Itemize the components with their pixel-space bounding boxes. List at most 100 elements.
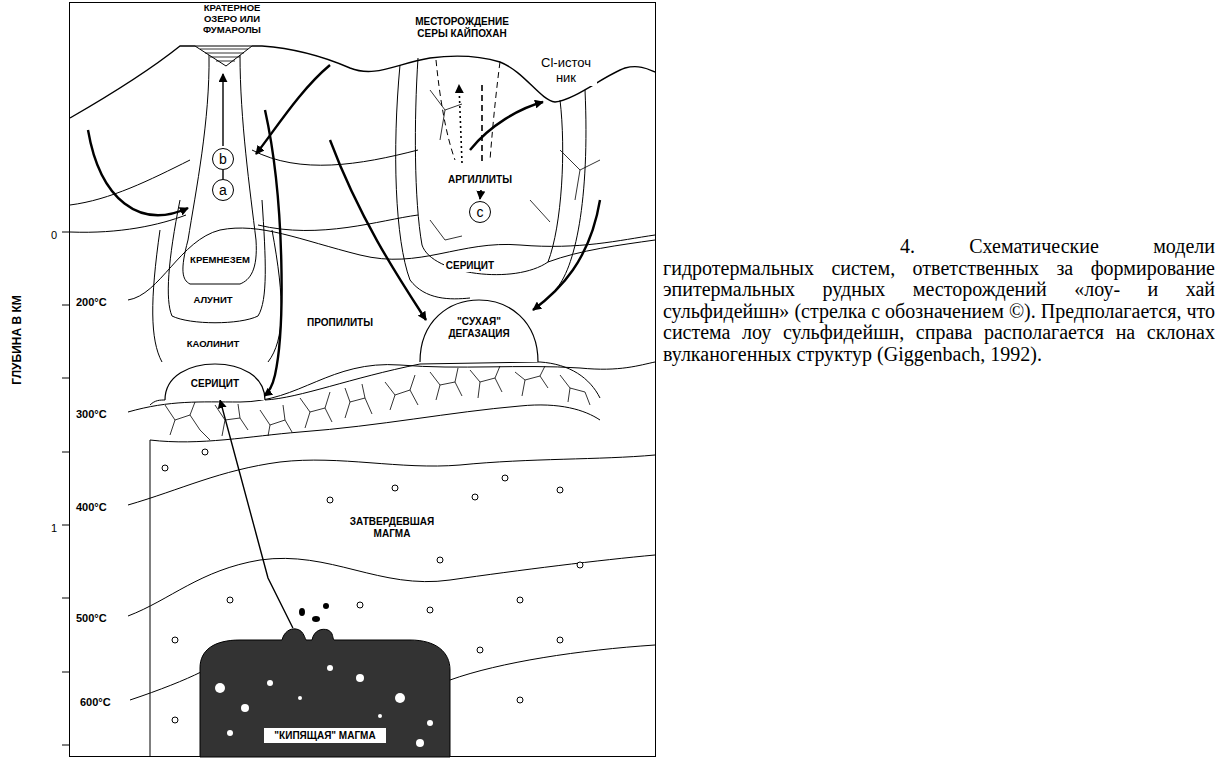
fracture-network <box>430 90 600 240</box>
vesicle <box>517 697 523 703</box>
solidified-magma-boundary <box>150 440 151 757</box>
alunite-zone-boundary <box>168 200 265 323</box>
gas-bubble <box>215 683 225 693</box>
zone-label: ПРОПИЛИТЫ <box>305 317 375 329</box>
isotherm-label: 200°C <box>74 296 109 309</box>
label-anchor: 500°C <box>74 608 109 626</box>
vesicle <box>477 647 483 653</box>
vesicle <box>202 449 208 455</box>
gas-bubble <box>227 730 233 736</box>
groundwater-flow-arrow <box>330 140 426 320</box>
label-anchor: 300°C <box>74 404 109 422</box>
condensate-descent-arrow <box>480 190 481 199</box>
magma-body <box>200 629 450 757</box>
isotherm <box>128 455 655 505</box>
sericite-zone-boundary <box>396 65 586 299</box>
fracture-zone-boundary <box>150 405 600 442</box>
vesicle <box>557 487 563 493</box>
node-label: "СУХАЯ" ДЕГАЗАЦИЯ <box>439 316 519 339</box>
gas-bubble <box>327 665 333 671</box>
flow-connector <box>220 400 293 628</box>
isotherm-label: 400°C <box>74 501 109 514</box>
vesicle <box>517 597 523 603</box>
rock-label: ЗАТВЕРДЕВШАЯ МАГМА <box>342 516 442 539</box>
vesicle <box>472 494 478 500</box>
lake-water-hatch <box>200 49 248 61</box>
vesicle <box>357 602 363 608</box>
magma-droplet <box>312 616 320 622</box>
vesicle <box>162 465 168 471</box>
groundwater-flow-arrow <box>88 130 188 215</box>
gas-bubble <box>298 696 302 700</box>
gas-bubble <box>427 720 433 726</box>
magma-droplet <box>299 608 305 616</box>
zone-label: СЕРИЦИТ <box>444 260 496 272</box>
label-anchor: 0 <box>49 225 59 243</box>
gas-bubble <box>356 674 364 682</box>
vesicle <box>327 497 333 503</box>
vesicle <box>172 637 178 643</box>
depth-tick-label: 0 <box>49 229 59 242</box>
label-anchor: МЕСТОРОЖДЕНИЕ СЕРЫ КАЙПОХАН <box>406 16 518 41</box>
crater-lake <box>195 46 252 66</box>
dome-outline-path <box>420 300 538 362</box>
spring-label: Cl-источ ник <box>535 56 597 86</box>
node-label: "КИПЯЩАЯ" МАГМА <box>264 728 385 744</box>
vesicle <box>502 475 508 481</box>
label-anchor: АЛУНИТ <box>178 289 248 307</box>
vapor-rise-arrow <box>459 85 462 163</box>
vesicle <box>227 597 233 603</box>
sericite-dome: СЕРИЦИТ <box>165 362 265 400</box>
vesicle <box>427 607 433 613</box>
fluid-channel <box>436 60 500 160</box>
label-anchor: 200°C <box>74 292 109 310</box>
flow-point-marker: a <box>212 179 234 201</box>
gas-bubble <box>395 693 405 703</box>
ground-surface <box>70 46 655 118</box>
label-anchor: ЗАТВЕРДЕВШАЯ МАГМА <box>342 516 442 541</box>
vesicle <box>172 717 178 723</box>
place-label: МЕСТОРОЖДЕНИЕ СЕРЫ КАЙПОХАН <box>406 16 518 39</box>
condensate-descent-line <box>481 85 483 165</box>
label-anchor: КРЕМНЕЗЕМ <box>180 249 260 267</box>
depth-tick-label: 1 <box>49 522 59 535</box>
isotherm-label: 500°C <box>74 612 109 625</box>
section-frame <box>70 3 656 757</box>
label-anchor: КАОЛИНИТ <box>173 333 253 351</box>
label-anchor: ГЛУБИНА В КМ <box>7 293 25 387</box>
dome-outline-path <box>165 364 265 400</box>
groundwater-flow-arrow <box>264 110 282 396</box>
label-anchor: 400°C <box>74 497 109 515</box>
isotherm <box>70 160 190 205</box>
gas-bubble <box>241 704 249 712</box>
gas-bubble <box>267 680 273 686</box>
vesicle <box>437 557 443 563</box>
gas-bubble <box>416 739 424 747</box>
flow-point-marker: c <box>469 201 491 223</box>
label-anchor: АРГИЛЛИТЫ <box>435 169 525 187</box>
place-label: КРАТЕРНОЕ ОЗЕРО ИЛИ ФУМАРОЛЫ <box>190 3 274 36</box>
label-anchor: 600°C <box>78 692 113 710</box>
silica-zone-boundary <box>183 240 256 284</box>
axis-title: ГЛУБИНА В КМ <box>11 293 25 387</box>
callout-letter: c <box>477 205 484 219</box>
kaolinite-zone-boundary <box>153 230 282 362</box>
groundwater-flow-arrow <box>256 65 330 154</box>
vesicle <box>577 562 583 568</box>
vapor-rise-arrow <box>222 74 223 146</box>
vent-conduit <box>188 55 256 240</box>
node-label: СЕРИЦИТ <box>191 378 239 390</box>
label-anchor: ПРОПИЛИТЫ <box>295 312 385 330</box>
zone-label: АЛУНИТ <box>191 295 234 306</box>
callout-letter: a <box>219 183 227 197</box>
argillite-zone-boundary <box>415 58 562 275</box>
degassing-dome: "СУХАЯ" ДЕГАЗАЦИЯ <box>420 298 538 362</box>
groundwater-flow-arrow <box>533 200 600 310</box>
zone-label: АРГИЛЛИТЫ <box>446 174 514 186</box>
gas-bubble <box>378 714 382 718</box>
boiling-magma-body: "КИПЯЩАЯ" МАГМА <box>200 628 450 757</box>
isotherm-label: 300°C <box>74 408 109 421</box>
flow-point-marker: b <box>212 148 234 170</box>
